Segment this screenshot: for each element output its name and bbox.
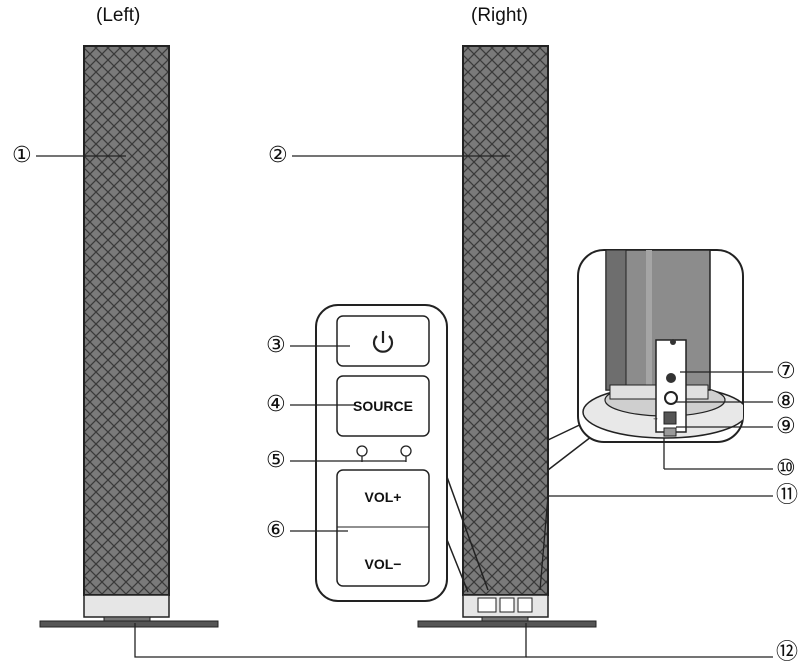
optical-port-icon	[663, 411, 677, 425]
callout-8: ⑧	[776, 389, 796, 414]
callout-4: ④	[266, 392, 286, 417]
callout-1: ①	[12, 143, 32, 168]
callout-7: ⑦	[776, 359, 796, 384]
right-speaker-stand	[417, 620, 597, 628]
right-speaker-grille	[462, 45, 549, 596]
left-speaker	[39, 45, 219, 628]
source-button[interactable]	[336, 375, 430, 437]
connector-detail-inset: ↔	[547, 249, 744, 471]
button-panel-callout	[315, 304, 489, 602]
left-speaker-stand	[39, 620, 219, 628]
callout-11: ⑪	[776, 483, 799, 508]
callout-12: ⑫	[776, 640, 799, 665]
left-view-label: (Left)	[96, 5, 141, 26]
power-port-icon	[663, 427, 677, 437]
right-speaker-control-strip	[477, 597, 533, 613]
leader-lines	[36, 155, 773, 658]
led-indicators	[356, 445, 412, 462]
right-view-label: (Right)	[471, 5, 529, 26]
callout-6: ⑥	[266, 518, 286, 543]
svg-text:↔: ↔	[652, 415, 659, 422]
vol-minus-label: VOL−	[364, 556, 402, 572]
aux-jack-icon	[666, 373, 676, 383]
callout-3: ③	[266, 333, 286, 358]
volume-buttons[interactable]	[336, 469, 430, 587]
left-speaker-bottom-band	[83, 594, 170, 618]
left-speaker-grille	[83, 45, 170, 596]
callout-5: ⑤	[266, 448, 286, 473]
callout-2: ②	[268, 143, 288, 168]
vol-plus-label: VOL+	[364, 489, 402, 505]
right-speaker	[417, 45, 597, 628]
callout-10: ⑩	[776, 456, 796, 481]
usb-port-icon	[664, 391, 678, 405]
power-icon	[372, 331, 394, 353]
callout-9: ⑨	[776, 414, 796, 439]
source-button-label: SOURCE	[353, 398, 413, 414]
